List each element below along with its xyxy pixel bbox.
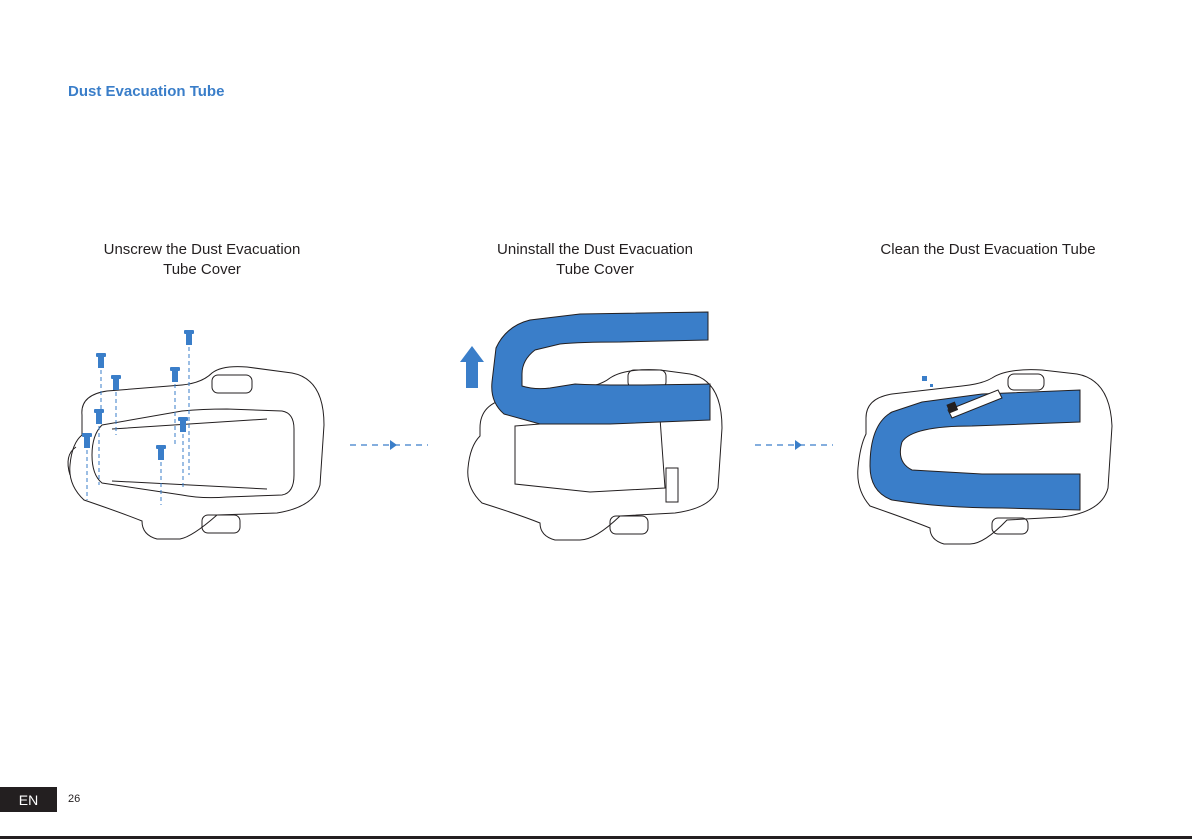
- screw-icon: [184, 330, 194, 345]
- screw-icon: [94, 409, 104, 424]
- clean-tube-illustration: [852, 362, 1127, 547]
- screw-icon: [96, 353, 106, 368]
- up-arrow-icon: [460, 346, 484, 388]
- dust-tube-cover-shape: [492, 312, 710, 424]
- handle-slot-bottom: [992, 518, 1028, 534]
- handle-slot-top: [1008, 374, 1044, 390]
- handle-slot-bottom: [610, 516, 648, 534]
- handle-slot-top: [212, 375, 252, 393]
- section-title: Dust Evacuation Tube: [68, 83, 224, 100]
- screw-icon: [82, 433, 92, 448]
- unscrew-cover-illustration: [62, 325, 332, 550]
- screw-icon: [170, 367, 180, 382]
- screw-icon: [156, 445, 166, 460]
- page-number: 26: [68, 793, 80, 805]
- step-3-caption-line-1: Clean the Dust Evacuation Tube: [838, 240, 1138, 260]
- handle-slot-bottom: [202, 515, 240, 533]
- screw-icon: [111, 375, 121, 390]
- step-1-caption-line-1: Unscrew the Dust Evacuation: [52, 240, 352, 260]
- step-2-caption-line-1: Uninstall the Dust Evacuation: [445, 240, 745, 260]
- step-3-caption: Clean the Dust Evacuation Tube: [838, 240, 1138, 260]
- step-2-caption: Uninstall the Dust Evacuation Tube Cover: [445, 240, 745, 280]
- robot-body-outline: [70, 367, 324, 539]
- lift-cover-illustration: [460, 308, 750, 548]
- step-2-caption-line-2: Tube Cover: [445, 260, 745, 280]
- next-step-arrow: [755, 439, 833, 451]
- step-1-caption: Unscrew the Dust Evacuation Tube Cover: [52, 240, 352, 280]
- language-badge: EN: [0, 787, 57, 812]
- step-1-caption-line-2: Tube Cover: [52, 260, 352, 280]
- next-step-arrow: [350, 439, 428, 451]
- cover-inner-outline: [92, 409, 294, 498]
- bottom-rule: [0, 836, 1192, 839]
